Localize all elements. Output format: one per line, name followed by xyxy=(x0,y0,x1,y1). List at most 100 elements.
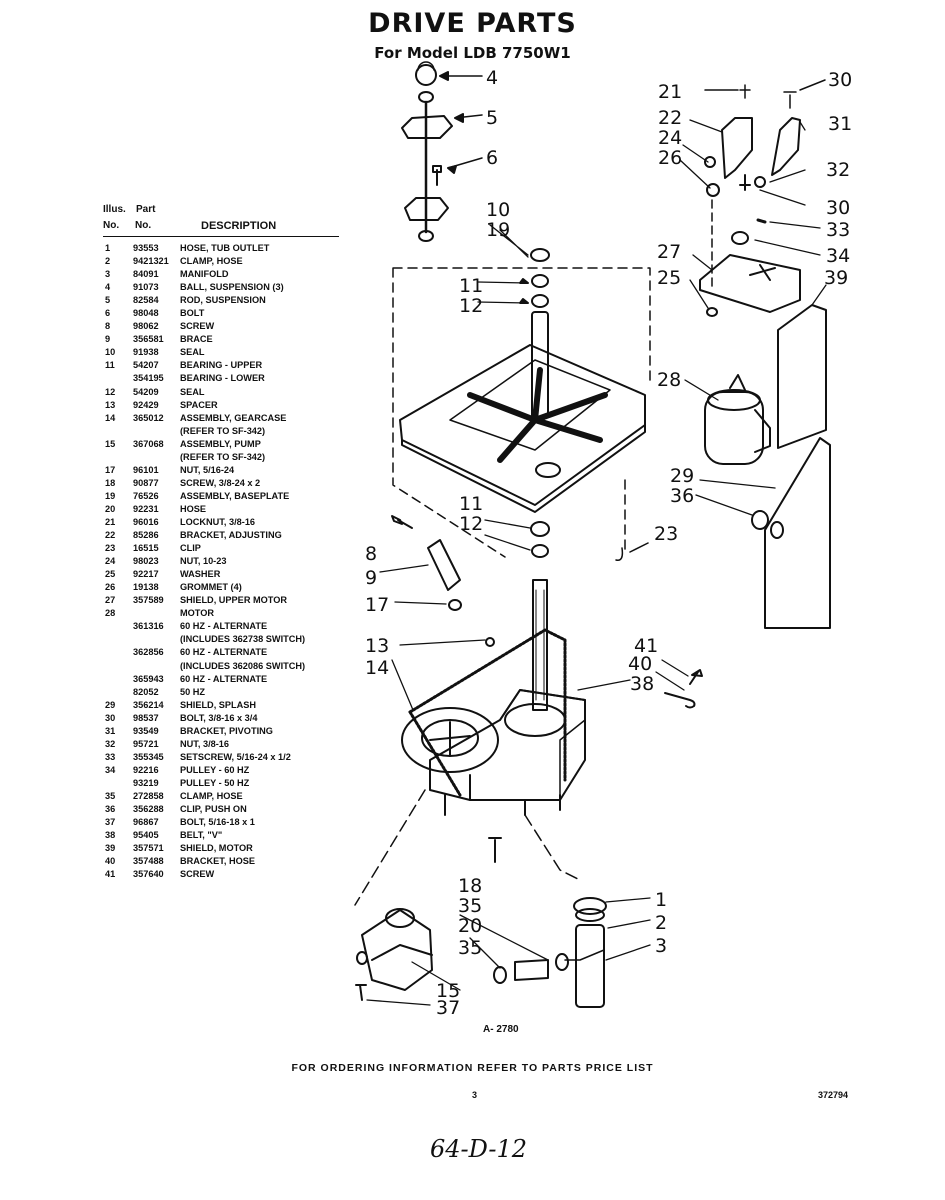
part-description: BOLT xyxy=(180,308,205,319)
callout-11-lower: 11 xyxy=(459,493,483,515)
part-number: 82052 xyxy=(133,686,159,697)
callout-21: 21 xyxy=(658,81,682,103)
table-row: 32 95721 NUT, 3/8-16 xyxy=(103,738,343,751)
part-number: 85286 xyxy=(133,530,159,541)
callout-27: 27 xyxy=(657,241,681,263)
callout-35-lower: 35 xyxy=(458,937,482,959)
part-description: SCREW xyxy=(180,869,215,880)
callout-39: 39 xyxy=(824,267,848,289)
part-number: 92217 xyxy=(133,569,159,580)
suspension-rod-assembly xyxy=(401,61,483,242)
part-number: 91073 xyxy=(133,282,159,293)
illus-number: 27 xyxy=(105,595,116,606)
illus-number: 41 xyxy=(105,869,116,880)
callout-12-upper: 12 xyxy=(459,295,483,317)
callout-labels: 4 5 6 10 19 11 12 11 12 8 9 17 23 13 14 … xyxy=(365,67,852,1019)
part-description: SEAL xyxy=(180,386,205,397)
callout-8: 8 xyxy=(365,543,377,565)
part-description: BRACKET, PIVOTING xyxy=(180,725,273,736)
callout-31: 31 xyxy=(828,113,852,135)
callout-1: 1 xyxy=(655,889,667,911)
pump-and-hose-assembly xyxy=(354,789,651,1008)
callout-9: 9 xyxy=(365,567,377,589)
drive-parts-exploded-diagram: 4 5 6 10 19 11 12 11 12 8 9 17 23 13 14 … xyxy=(354,61,852,1019)
part-description: ROD, SUSPENSION xyxy=(180,295,266,306)
callout-17: 17 xyxy=(365,594,389,616)
callout-18: 18 xyxy=(458,875,482,897)
model-subtitle: For Model LDB 7750W1 xyxy=(374,44,571,62)
part-number: 95721 xyxy=(133,738,159,749)
callout-38: 38 xyxy=(630,673,654,695)
callout-6: 6 xyxy=(486,147,498,169)
part-number: 356214 xyxy=(133,699,164,710)
illus-number: 1 xyxy=(105,243,111,253)
illus-number: 37 xyxy=(105,817,116,828)
illus-number: 32 xyxy=(105,738,116,749)
part-number: 98537 xyxy=(133,712,159,723)
part-number: 356288 xyxy=(133,804,164,815)
part-number: 365943 xyxy=(133,673,164,684)
part-description: ASSEMBLY, GEARCASE xyxy=(180,412,287,423)
callout-14: 14 xyxy=(365,657,389,679)
header-illus-top: Illus. xyxy=(103,204,126,215)
part-description: NUT, 3/8-16 xyxy=(180,738,230,749)
header-description: DESCRIPTION xyxy=(201,220,277,232)
part-description: NUT, 10-23 xyxy=(180,556,227,567)
part-description: 60 HZ - ALTERNATE xyxy=(180,673,268,684)
part-description: HOSE, TUB OUTLET xyxy=(180,243,270,253)
part-number: 356581 xyxy=(133,334,164,345)
header-part-bottom: No. xyxy=(135,220,152,231)
illus-number: 39 xyxy=(105,843,116,854)
part-number: 84091 xyxy=(133,269,159,280)
callout-30-upper: 30 xyxy=(828,69,852,91)
hose-bracket xyxy=(655,659,703,709)
part-description: ASSEMBLY, BASEPLATE xyxy=(180,490,290,501)
illus-number: 26 xyxy=(105,582,116,593)
part-description: SHIELD, MOTOR xyxy=(180,843,253,854)
illus-number: 22 xyxy=(105,530,116,541)
table-row: 365943 60 HZ - ALTERNATE xyxy=(103,673,343,686)
motor-bracket-assembly xyxy=(679,79,826,291)
illus-number: 20 xyxy=(105,503,116,514)
callout-36: 36 xyxy=(670,485,694,507)
callout-33: 33 xyxy=(826,219,850,241)
part-description: BRACE xyxy=(180,334,213,345)
callout-30-lower: 30 xyxy=(826,197,850,219)
callout-32: 32 xyxy=(826,159,850,181)
part-number: 357640 xyxy=(133,869,164,880)
illus-number: 10 xyxy=(105,347,116,358)
illus-number: 5 xyxy=(105,295,111,306)
part-number: 90877 xyxy=(133,477,159,488)
illus-number: 14 xyxy=(105,412,116,423)
part-description: SEAL xyxy=(180,347,205,358)
part-number: 365012 xyxy=(133,412,164,423)
part-number: 54207 xyxy=(133,360,159,371)
callout-24: 24 xyxy=(658,127,682,149)
illus-number: 33 xyxy=(105,751,116,762)
callout-12-lower: 12 xyxy=(459,513,483,535)
illus-number: 31 xyxy=(105,725,116,736)
part-number: 95405 xyxy=(133,830,159,841)
callout-10: 10 xyxy=(486,199,510,221)
part-description: BOLT, 5/16-18 x 1 xyxy=(180,817,255,828)
header-illus-bottom: No. xyxy=(103,220,120,231)
part-description: CLAMP, HOSE xyxy=(180,790,243,801)
callout-28: 28 xyxy=(657,369,681,391)
